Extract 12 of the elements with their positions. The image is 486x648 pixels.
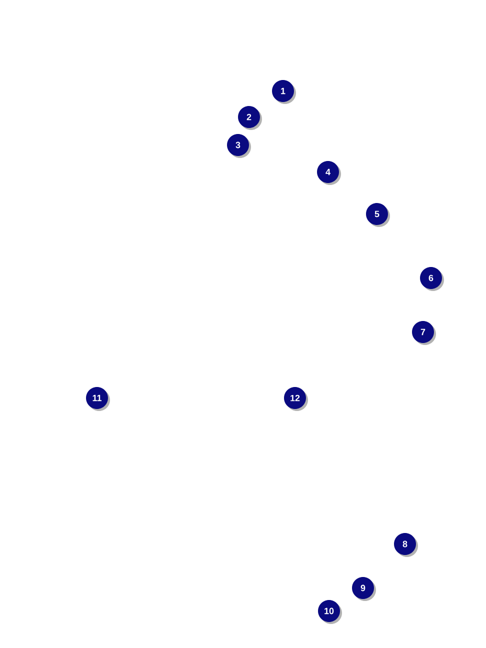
callout-number: 12 xyxy=(284,387,308,411)
callout-number: 10 xyxy=(318,600,342,624)
callout-number: 5 xyxy=(366,203,390,227)
callout-number: 3 xyxy=(227,134,251,158)
callout-number: 8 xyxy=(394,533,418,557)
callout-number: 4 xyxy=(317,161,341,185)
callout-number: 7 xyxy=(412,321,436,345)
callout-number: 6 xyxy=(420,267,444,291)
callout-number: 9 xyxy=(352,577,376,601)
callout-number: 2 xyxy=(238,106,262,130)
callout-number: 1 xyxy=(272,80,296,104)
callout-number: 11 xyxy=(86,387,110,411)
